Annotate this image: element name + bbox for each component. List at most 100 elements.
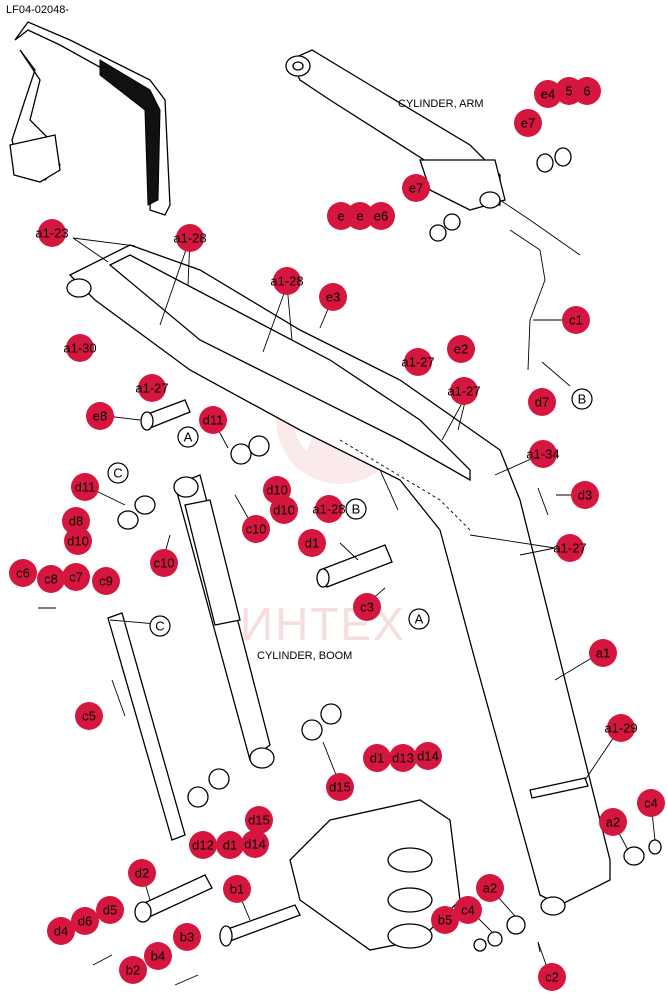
callout-d7[interactable]: d7 <box>528 388 556 416</box>
callout-e4[interactable]: e4 <box>534 80 562 108</box>
callout-d13[interactable]: d13 <box>389 744 417 772</box>
svg-text:c7: c7 <box>69 570 83 585</box>
callout-b4[interactable]: b4 <box>144 942 172 970</box>
callout-a1-29[interactable]: a1-29 <box>604 714 638 742</box>
callout-a1-28-mid[interactable]: a1-28 <box>270 267 304 295</box>
svg-text:a1-27: a1-27 <box>447 384 480 399</box>
callout-d12[interactable]: d12 <box>189 831 217 859</box>
svg-text:a2: a2 <box>606 815 620 830</box>
callout-c7[interactable]: c7 <box>62 563 90 591</box>
callout-d4[interactable]: d4 <box>47 917 75 945</box>
callout-c8[interactable]: c8 <box>37 565 65 593</box>
svg-text:e7: e7 <box>521 116 535 131</box>
svg-text:a1-30: a1-30 <box>63 341 96 356</box>
svg-text:5: 5 <box>565 84 572 99</box>
callout-c3[interactable]: c3 <box>353 593 381 621</box>
callout-a1-27-low[interactable]: a1-27 <box>553 534 587 562</box>
callout-d14-right[interactable]: d14 <box>414 742 442 770</box>
callout-c6[interactable]: c6 <box>9 559 37 587</box>
callout-b1[interactable]: b1 <box>223 875 251 903</box>
svg-text:a1-28: a1-28 <box>270 274 303 289</box>
svg-text:c5: c5 <box>82 709 96 724</box>
callout-a1-27-center[interactable]: a1-27 <box>401 348 435 376</box>
callout-e3[interactable]: e3 <box>319 283 347 311</box>
ref-mark-a-lower: A <box>408 608 430 630</box>
callout-e6[interactable]: e6 <box>367 202 395 230</box>
callout-c5[interactable]: c5 <box>75 702 103 730</box>
caption-cylinder-arm: CYLINDER, ARM <box>398 98 484 110</box>
hydraulic-hose <box>509 229 546 371</box>
svg-text:c6: c6 <box>16 566 30 581</box>
callout-d15-right[interactable]: d15 <box>326 773 354 801</box>
callout-d11-left[interactable]: d11 <box>71 473 99 501</box>
callout-a2-low[interactable]: a2 <box>476 874 504 902</box>
callout-e2[interactable]: e2 <box>447 335 475 363</box>
callout-c9[interactable]: c9 <box>92 567 120 595</box>
svg-text:d11: d11 <box>203 413 224 428</box>
callout-d5[interactable]: d5 <box>96 896 124 924</box>
callout-c1[interactable]: c1 <box>562 306 590 334</box>
pin-b1 <box>219 904 301 947</box>
svg-text:d11: d11 <box>75 480 96 495</box>
callout-c10-center[interactable]: c10 <box>242 515 270 543</box>
callout-e7-lower[interactable]: e7 <box>402 174 430 202</box>
svg-text:e8: e8 <box>93 409 107 424</box>
callout-c10-left[interactable]: c10 <box>150 549 178 577</box>
callout-a1-27-right[interactable]: a1-27 <box>447 377 481 405</box>
svg-text:C: C <box>113 466 122 481</box>
callout-d14-left[interactable]: d14 <box>241 830 269 858</box>
svg-text:c10: c10 <box>246 522 267 537</box>
callout-a1-28-low[interactable]: a1-28 <box>312 495 346 523</box>
svg-text:b1: b1 <box>230 882 244 897</box>
callout-c4-low[interactable]: c4 <box>454 896 482 924</box>
callout-d6[interactable]: d6 <box>71 907 99 935</box>
bolt-c2 <box>537 941 541 953</box>
svg-text:e7: e7 <box>409 181 423 196</box>
svg-text:a1-29: a1-29 <box>604 721 637 736</box>
callout-a1-34[interactable]: a1-34 <box>526 440 560 468</box>
callout-b5[interactable]: b5 <box>431 906 459 934</box>
svg-text:c4: c4 <box>461 903 475 918</box>
callout-d1[interactable]: d1 <box>298 529 326 557</box>
pin-d2 <box>134 874 213 923</box>
svg-text:b4: b4 <box>151 949 165 964</box>
callout-b3[interactable]: b3 <box>173 923 201 951</box>
svg-text:e3: e3 <box>326 290 340 305</box>
callout-6[interactable]: 6 <box>573 77 601 105</box>
callout-e8[interactable]: e8 <box>86 402 114 430</box>
svg-text:A: A <box>415 612 424 627</box>
callout-d1-lower[interactable]: d1 <box>363 744 391 772</box>
svg-text:d10: d10 <box>273 503 295 518</box>
callout-a1[interactable]: a1 <box>589 639 617 667</box>
callout-d10-left[interactable]: d10 <box>64 527 92 555</box>
hydraulic-hose-arm <box>499 199 581 256</box>
svg-text:A: A <box>184 430 193 445</box>
callout-d10[interactable]: d10 <box>270 496 298 524</box>
callout-d1-low[interactable]: d1 <box>216 831 244 859</box>
callout-c4-right[interactable]: c4 <box>637 789 665 817</box>
callout-a2-right[interactable]: a2 <box>599 808 627 836</box>
callout-d3[interactable]: d3 <box>571 481 599 509</box>
washers <box>117 147 662 952</box>
callout-e-mid[interactable]: e <box>346 202 374 230</box>
svg-text:a1-28: a1-28 <box>312 502 345 517</box>
svg-text:a1-27: a1-27 <box>553 541 586 556</box>
callout-b2[interactable]: b2 <box>119 956 147 984</box>
callout-a1-30[interactable]: a1-30 <box>63 334 97 362</box>
callout-a1-28-top[interactable]: a1-28 <box>173 224 207 252</box>
svg-text:d1: d1 <box>305 536 319 551</box>
svg-text:c1: c1 <box>569 313 583 328</box>
svg-text:b3: b3 <box>180 930 194 945</box>
callout-d11-top[interactable]: d11 <box>199 406 227 434</box>
callout-e7-upper[interactable]: e7 <box>514 109 542 137</box>
svg-text:e4: e4 <box>541 87 555 102</box>
callout-a1-27-left[interactable]: a1-27 <box>135 374 169 402</box>
callout-d2[interactable]: d2 <box>128 859 156 887</box>
callout-a1-23[interactable]: a1-23 <box>35 219 69 247</box>
figure-code: LF04-02048- <box>6 4 69 16</box>
callout-d15-left[interactable]: d15 <box>245 806 273 834</box>
svg-text:c2: c2 <box>545 970 559 985</box>
callout-c2[interactable]: c2 <box>538 963 566 991</box>
bolt-b2 <box>174 974 199 986</box>
